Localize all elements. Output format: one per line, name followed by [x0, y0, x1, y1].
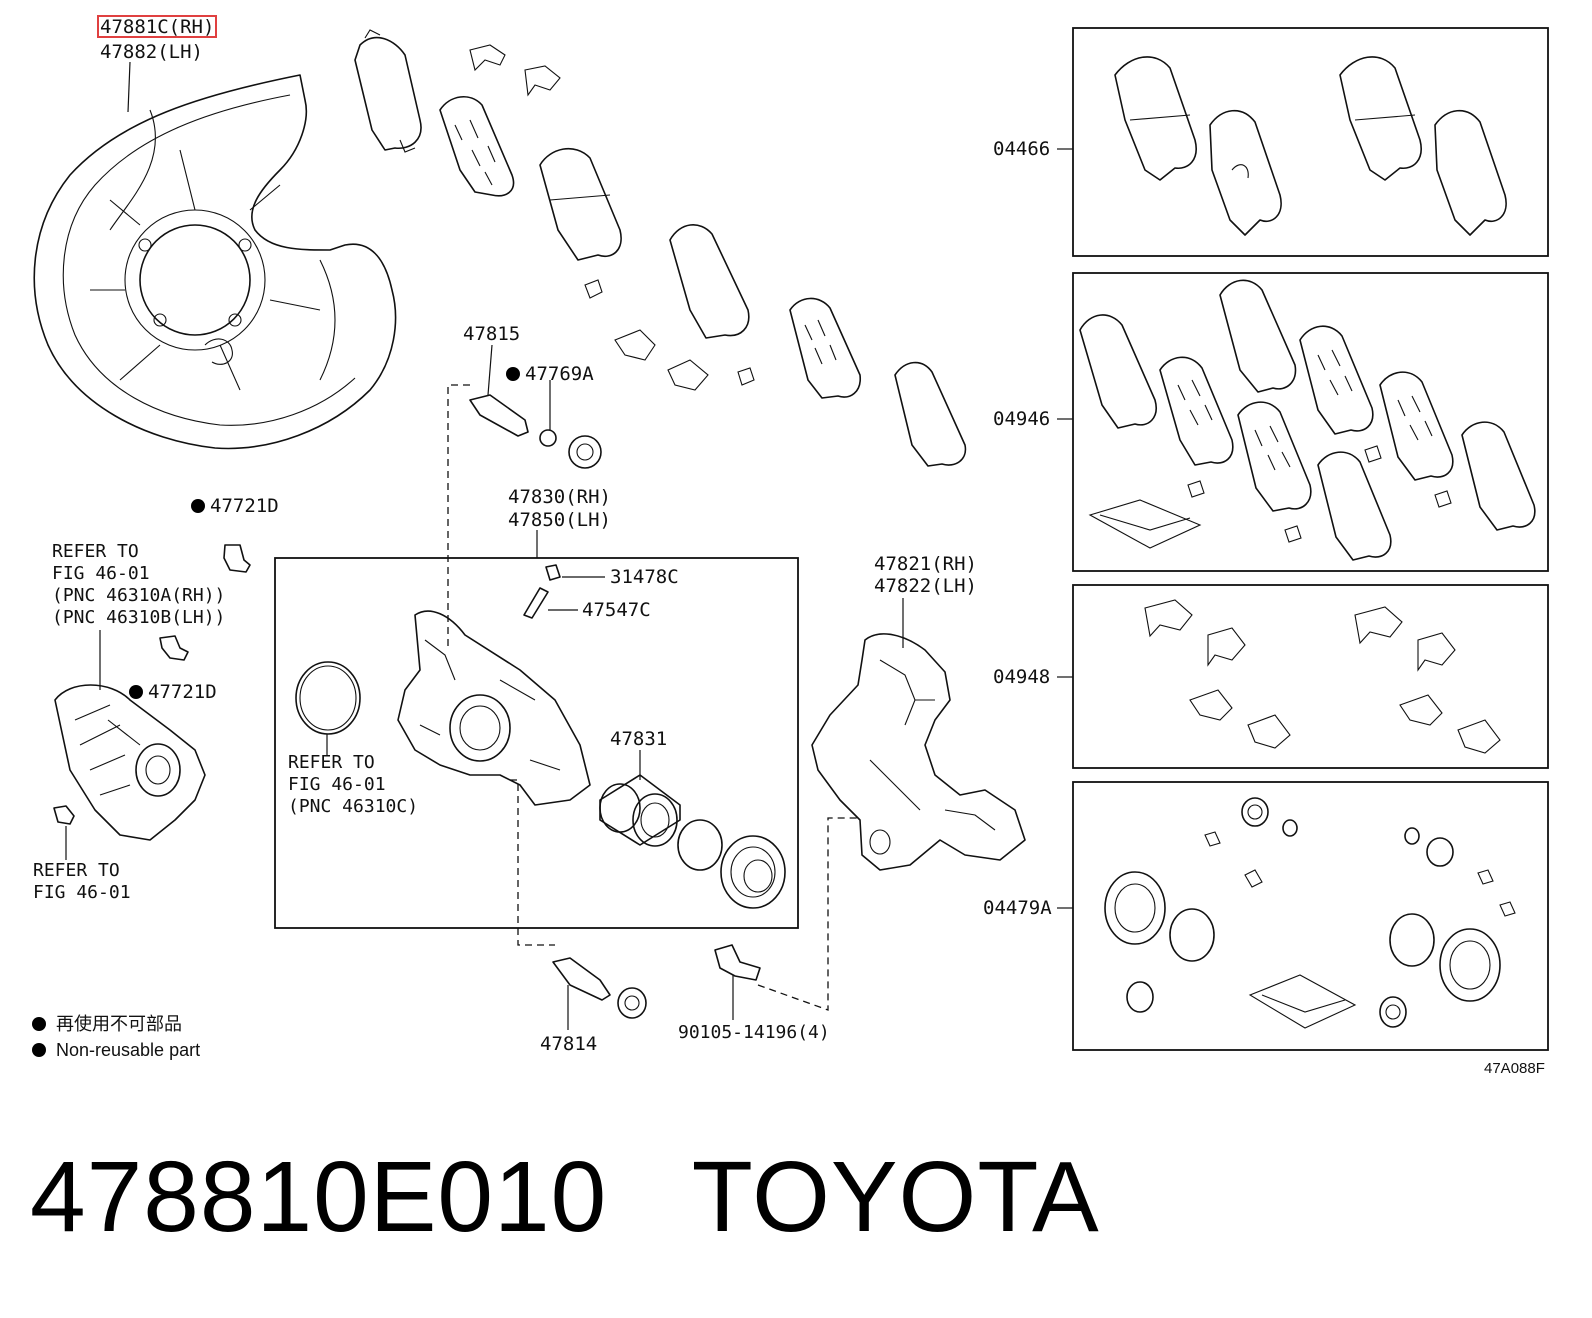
diagram-code: 47A088F: [1484, 1060, 1545, 1077]
footer-part-number: 478810E010: [30, 1141, 608, 1253]
piston-seal-drawing: [677, 819, 723, 871]
label-31478c: 31478C: [610, 566, 679, 588]
label-refer-to-a: REFER TO: [52, 541, 139, 562]
connector-drawing: [53, 805, 75, 825]
caliper-body-drawing: [397, 610, 591, 806]
label-47850-lh: 47850(LH): [508, 509, 611, 531]
kit-04466-box: [1072, 27, 1549, 257]
non-reusable-dot: [506, 367, 520, 381]
caliper-assembly-box: [274, 557, 799, 929]
kit-04479a-box: [1072, 781, 1549, 1051]
kit-04466-pads-drawing: [1114, 56, 1507, 236]
bolt-47721d-a-drawing: [223, 544, 251, 573]
loose-pads-drawing: [354, 29, 967, 467]
seal-ring-drawing: [295, 661, 361, 735]
label-47881c-rh: 47881C(RH): [100, 16, 214, 38]
label-pnc-46310a: (PNC 46310A(RH)): [52, 585, 225, 606]
highlight-box: [97, 15, 217, 38]
backing-plate-drawing: [33, 74, 397, 450]
label-04466: 04466: [993, 138, 1050, 160]
label-47721d-a: 47721D: [210, 495, 279, 517]
label-47814: 47814: [540, 1033, 597, 1055]
mounting-bracket-drawing: [811, 633, 1026, 871]
label-refer-to-b: REFER TO: [33, 860, 120, 881]
non-reusable-dot: [191, 499, 205, 513]
non-reusable-dot: [129, 685, 143, 699]
kit-04948-box: [1072, 584, 1549, 769]
slide-pin-upper-drawing: [469, 394, 602, 469]
label-47830-rh: 47830(RH): [508, 486, 611, 508]
label-04948: 04948: [993, 666, 1050, 688]
legend-text-en: Non-reusable part: [56, 1040, 200, 1060]
kit-04946-pads-drawing: [1079, 279, 1536, 561]
legend-dot-en: [32, 1043, 46, 1057]
kit-04479a-seals-drawing: [1104, 797, 1516, 1029]
label-47769a: 47769A: [525, 363, 594, 385]
label-pnc-46310c: (PNC 46310C): [288, 796, 418, 817]
kit-04946-box: [1072, 272, 1549, 572]
label-fig-46-01-b: FIG 46-01: [33, 882, 131, 903]
bolt-90105-drawing: [714, 944, 761, 981]
slide-pin-lower-drawing: [552, 957, 647, 1019]
legend-dot-jp: [32, 1017, 46, 1031]
label-04946: 04946: [993, 408, 1050, 430]
label-47821-rh: 47821(RH): [874, 553, 977, 575]
label-pnc-46310b: (PNC 46310B(LH)): [52, 607, 225, 628]
footer-brand: TOYOTA: [691, 1141, 1100, 1253]
bolt-47721d-b-drawing: [159, 635, 189, 661]
footer-title: 478810E010 TOYOTA: [30, 1140, 1100, 1255]
label-47822-lh: 47822(LH): [874, 575, 977, 597]
label-47721d-b: 47721D: [148, 681, 217, 703]
dust-boot-drawing: [720, 835, 786, 909]
bleeder-drawing: [523, 564, 561, 619]
label-90105-14196: 90105-14196(4): [678, 1022, 830, 1043]
legend-text-jp: 再使用不可部品: [56, 1014, 182, 1034]
label-04479a: 04479A: [983, 897, 1052, 919]
label-47882-lh: 47882(LH): [100, 41, 203, 63]
piston-drawing: [599, 774, 681, 847]
motor-drawing: [54, 684, 206, 841]
label-refer-to-c: REFER TO: [288, 752, 375, 773]
label-fig-46-01-c: FIG 46-01: [288, 774, 386, 795]
label-fig-46-01-a: FIG 46-01: [52, 563, 150, 584]
label-47831: 47831: [610, 728, 667, 750]
label-47547c: 47547C: [582, 599, 651, 621]
label-47815: 47815: [463, 323, 520, 345]
kit-04948-clips-drawing: [1144, 599, 1501, 754]
